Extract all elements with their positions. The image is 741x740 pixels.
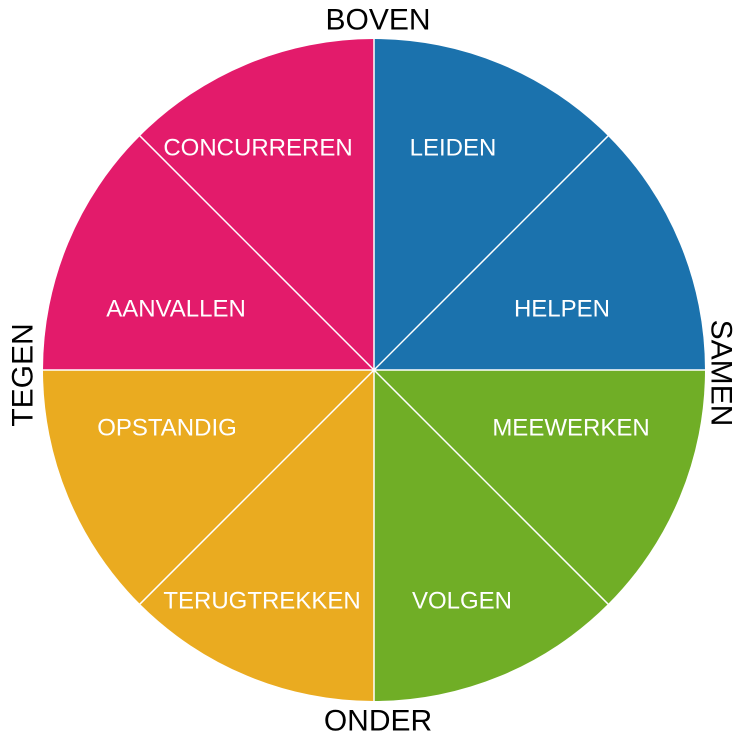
segment-meewerken — [374, 370, 705, 605]
segment-divider — [139, 369, 375, 605]
segment-label-concurreren: CONCURREREN — [163, 135, 352, 162]
wheel-dividers — [43, 39, 705, 701]
segment-label-aanvallen: AANVALLEN — [106, 296, 246, 323]
segment-label-meewerken: MEEWERKEN — [492, 415, 649, 442]
segment-label-opstandig: OPSTANDIG — [97, 415, 237, 442]
segment-helpen — [374, 135, 705, 370]
segment-label-volgen: VOLGEN — [412, 588, 512, 615]
wheel-segments — [42, 39, 705, 701]
segment-volgen — [374, 370, 609, 701]
segment-aanvallen — [43, 135, 374, 370]
segment-concurreren — [139, 39, 374, 370]
segment-divider — [373, 135, 609, 371]
segment-divider — [139, 135, 375, 371]
segment-terugtrekken — [139, 370, 374, 701]
segment-opstandig — [42, 370, 374, 605]
segment-label-leiden: LEIDEN — [410, 135, 497, 162]
axis-label-left: TEGEN — [7, 323, 40, 426]
segment-divider — [373, 369, 609, 605]
segment-label-terugtrekken: TERUGTREKKEN — [163, 588, 360, 615]
segment-leiden — [374, 39, 609, 370]
axis-label-right: SAMEN — [705, 320, 738, 427]
axis-label-top: BOVEN — [325, 4, 430, 37]
segment-label-helpen: HELPEN — [514, 296, 610, 323]
axis-label-bottom: ONDER — [324, 705, 432, 738]
